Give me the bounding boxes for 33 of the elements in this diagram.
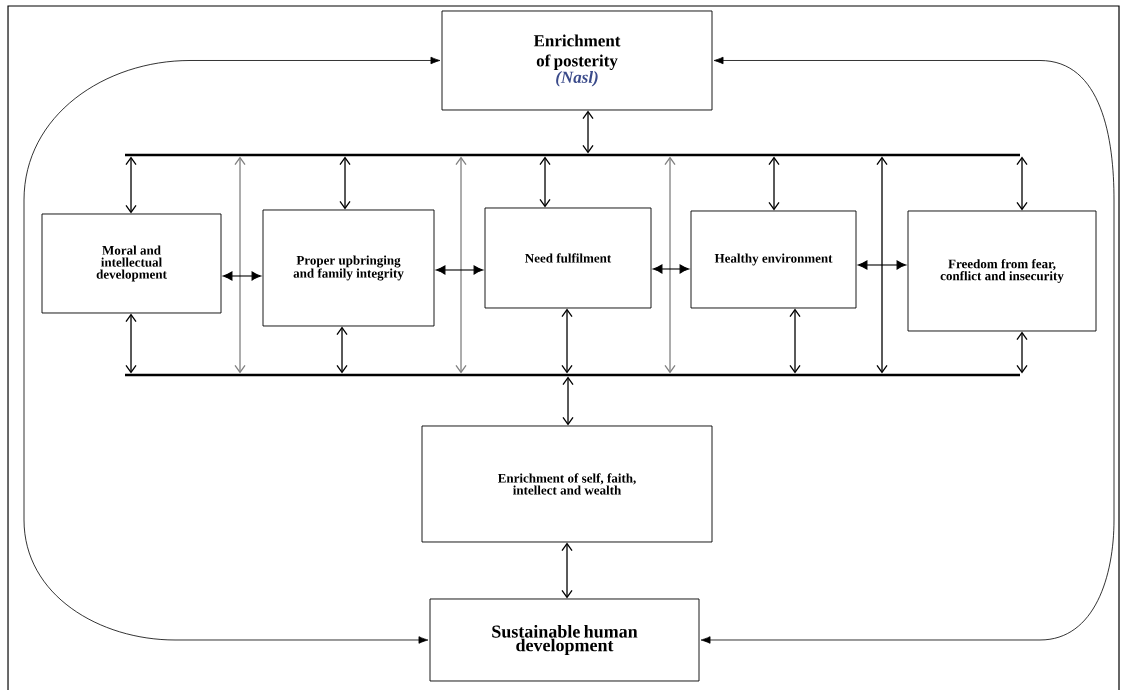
arrow (23, 56, 441, 644)
arrow (1016, 331, 1028, 374)
arrow (789, 308, 801, 374)
arrow (561, 308, 573, 374)
arrow (561, 542, 573, 599)
process-box: Enrichment of self, faith, intellect and wealth (421, 425, 713, 543)
arrow (339, 156, 351, 210)
arrow (125, 313, 137, 374)
arrow (125, 156, 137, 214)
arrow (652, 264, 690, 274)
process-box: Enrichment of posterity (Nasl) (441, 10, 713, 111)
arrow (336, 326, 348, 374)
arrow (435, 265, 484, 275)
process-box: Healthy environment (690, 210, 857, 309)
arrow (539, 156, 551, 208)
process-box: Freedom from fear, conflict and insecurity (907, 210, 1097, 332)
arrow (582, 110, 594, 154)
process-box: Sustainable human development (429, 598, 700, 682)
arrow (562, 376, 574, 426)
arrow (857, 260, 907, 270)
process-box: Proper upbringing and family integrity (262, 209, 435, 327)
arrow (768, 156, 780, 211)
arrow (876, 156, 888, 374)
arrow (222, 271, 262, 281)
arrow (1016, 156, 1028, 211)
arrow (455, 156, 467, 374)
process-box: Moral and intellectual development (41, 213, 222, 314)
arrow (664, 156, 676, 374)
bus-bar (125, 373, 1020, 377)
arrow (234, 156, 246, 374)
arrow (700, 56, 1115, 644)
process-box: Need fulfilment (484, 207, 652, 309)
bus-bar (125, 153, 1020, 157)
